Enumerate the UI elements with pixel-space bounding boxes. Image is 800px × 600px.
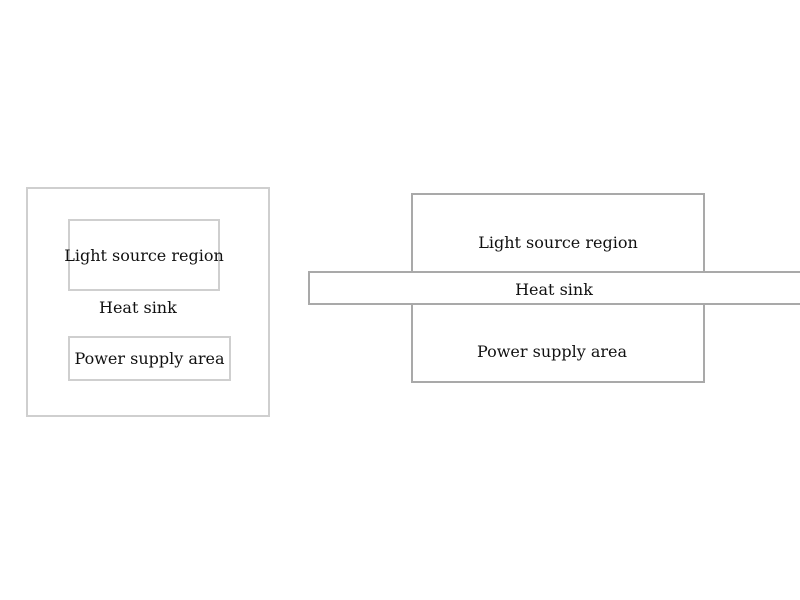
right-heat-sink-bar [308,271,800,305]
left-light-source-box: Light source region [64,219,224,291]
left-power-supply-box: Power supply area [68,336,231,381]
left-heat-sink-label: Heat sink [99,298,177,317]
right-heat-sink-label: Heat sink [515,280,593,299]
right-light-source-label: Light source region [478,233,638,252]
left-power-supply-label: Power supply area [74,349,225,368]
right-power-supply-label: Power supply area [476,342,628,361]
left-light-source-label: Light source region [64,245,224,265]
